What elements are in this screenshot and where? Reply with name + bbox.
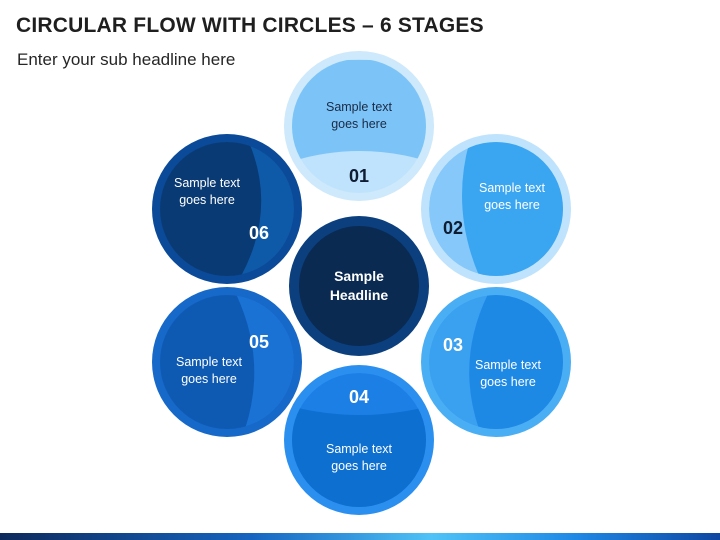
page-subtitle: Enter your sub headline here	[17, 50, 236, 69]
stage-01-cap	[292, 60, 426, 162]
stage-06: Sample text goes here 06	[152, 134, 302, 284]
stage-04-body	[292, 406, 426, 507]
stage-01-text-line1: Sample text	[326, 100, 393, 114]
stage-05-body	[160, 295, 255, 429]
stage-06-text-line2: goes here	[179, 193, 235, 207]
stage-05-number: 05	[249, 332, 269, 352]
stage-05: Sample text goes here 05	[152, 287, 302, 437]
stage-02-text-line1: Sample text	[479, 181, 546, 195]
stage-04: 04 Sample text goes here	[284, 365, 434, 515]
stage-03-body	[469, 295, 563, 429]
center-headline-line2: Headline	[330, 287, 389, 303]
stage-01-number: 01	[349, 166, 369, 186]
stage-02: Sample text goes here 02	[421, 134, 571, 284]
stage-03-number: 03	[443, 335, 463, 355]
stage-03: Sample text goes here 03	[421, 287, 571, 437]
stage-06-body	[160, 142, 262, 276]
stage-03-text-line2: goes here	[480, 375, 536, 389]
stage-01-text-line2: goes here	[331, 117, 387, 131]
center-fill	[299, 226, 419, 346]
stage-04-text-line2: goes here	[331, 459, 387, 473]
center-circle: Sample Headline	[289, 216, 429, 356]
stage-04-number: 04	[349, 387, 369, 407]
stage-06-number: 06	[249, 223, 269, 243]
bottom-accent-bar	[0, 533, 720, 540]
stage-01: Sample text goes here 01	[284, 51, 434, 201]
stage-04-text-line1: Sample text	[326, 442, 393, 456]
stage-03-text-line1: Sample text	[475, 358, 542, 372]
stage-02-body	[462, 142, 563, 276]
stage-06-text-line1: Sample text	[174, 176, 241, 190]
stage-02-number: 02	[443, 218, 463, 238]
stage-05-text-line1: Sample text	[176, 355, 243, 369]
stage-02-text-line2: goes here	[484, 198, 540, 212]
stage-05-text-line2: goes here	[181, 372, 237, 386]
page-title: CIRCULAR FLOW WITH CIRCLES – 6 STAGES	[16, 14, 484, 37]
center-headline-line1: Sample	[334, 268, 384, 284]
